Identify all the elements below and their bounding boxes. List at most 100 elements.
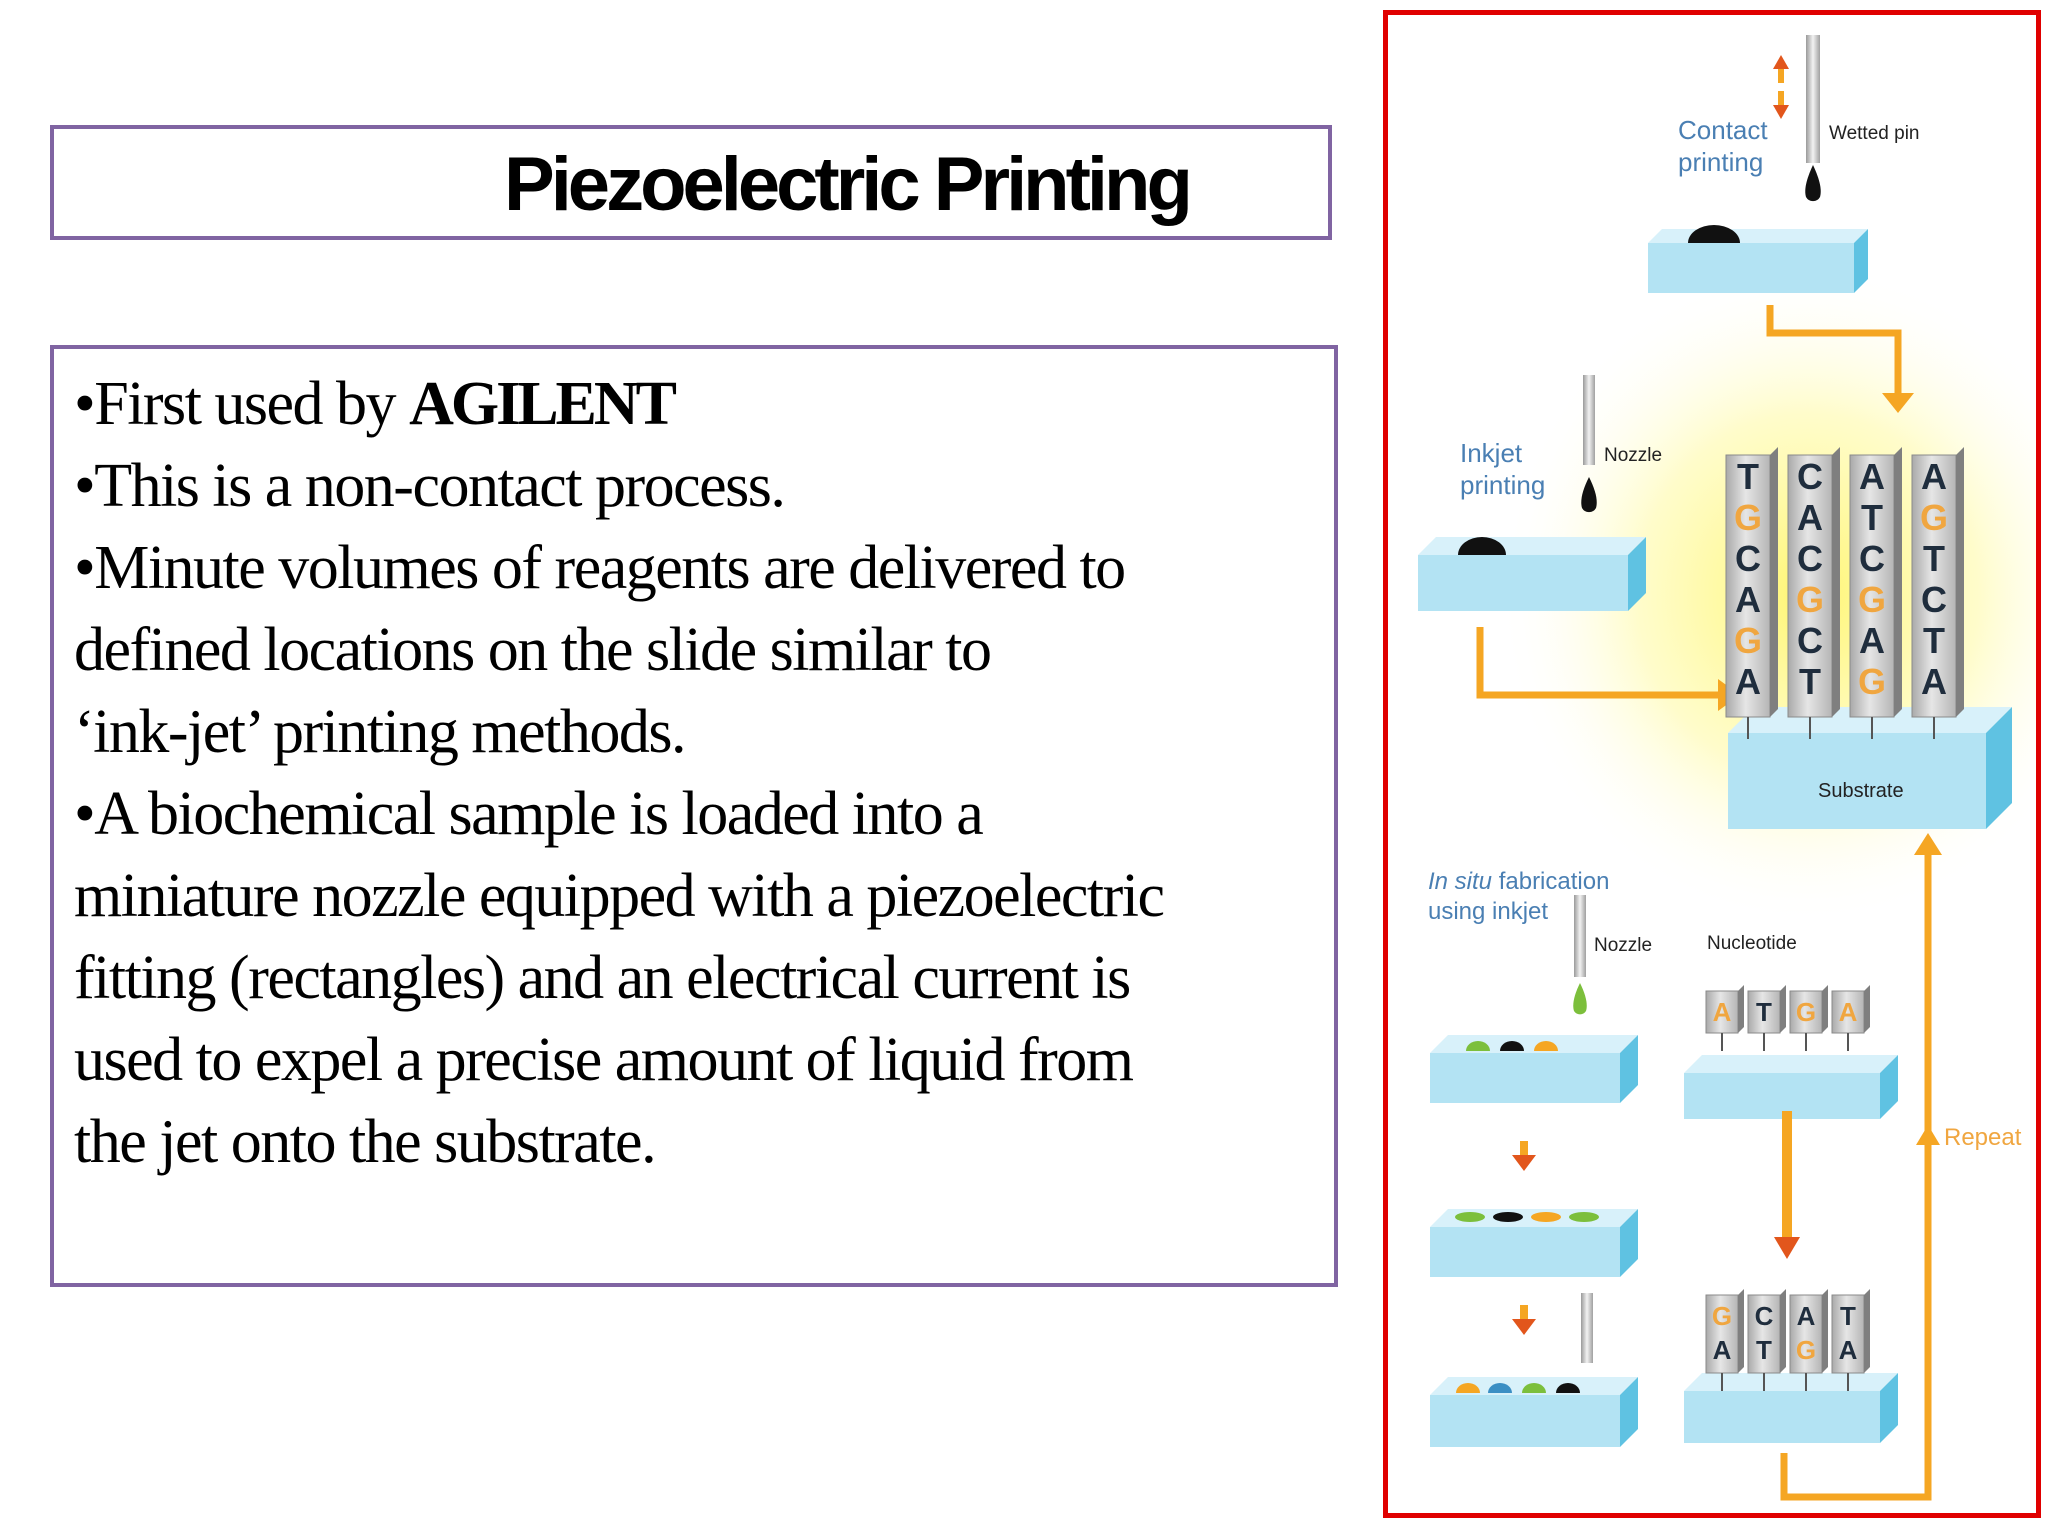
base-letter: A [1921,456,1947,497]
nucleotide-block: T [1747,985,1786,1051]
nucleotide-letter: A [1713,1335,1732,1365]
bullet-3-line-2: defined locations on the slide similar t… [74,616,992,684]
base-letter: C [1921,579,1947,620]
slide-title: Piezoelectric Printing [504,142,1193,227]
base-letter: T [1737,456,1759,497]
nucleotide-block: TA [1831,1289,1870,1391]
nucleotide-bar [1831,1294,1865,1374]
contact-slab [1648,225,1868,293]
nucleotide-block: AG [1789,1289,1828,1391]
nucleotide-letter: T [1756,997,1772,1027]
nucleotide-label: Nucleotide [1707,933,1797,954]
substrate-slab [1728,707,2012,829]
nucleotide-side [1822,985,1828,1033]
base-letter: T [1861,497,1883,538]
nucleotide-letter: G [1712,1301,1732,1331]
inkjet-nozzle [1583,375,1595,465]
base-letter: T [1923,620,1945,661]
in-situ-nozzle-label: Nozzle [1594,935,1652,956]
nucleotide-block: A [1831,985,1870,1051]
base-letter: G [1734,497,1762,538]
nucleotide-letter: T [1756,1335,1772,1365]
nucleotide-letter: A [1713,997,1732,1027]
base-letter: A [1797,497,1823,538]
nucleotide-bar [1789,1294,1823,1374]
bullet-4-line-1: •A biochemical sample is loaded into a [74,780,984,848]
bullet-1: •First used by AGILENT [74,363,1324,445]
inkjet-nozzle-label: Nozzle [1604,445,1662,466]
nucleotide-side [1780,1289,1786,1373]
nucleotide-slab-1 [1684,1055,1898,1119]
bullet-4-line-4: used to expel a precise amount of liquid… [74,1026,1134,1094]
base-letter: A [1735,579,1761,620]
up-down-arrow-icon [1773,55,1789,119]
nucleotide-block: CT [1747,1289,1786,1391]
base-letter: G [1858,579,1886,620]
bullet-2: •This is a non-contact process. [74,452,786,520]
microarray-diagram: Contact printing Wetted pin [1418,35,2036,1501]
nucleotide-letter: G [1796,1335,1816,1365]
column-side [1832,447,1840,717]
substrate-label: Substrate [1818,780,1904,802]
in-situ-nozzle-2 [1581,1293,1593,1363]
nucleotide-side [1864,985,1870,1033]
base-letter: G [1858,661,1886,702]
bullet-4-line-3: fitting (rectangles) and an electrical c… [74,944,1131,1012]
repeat-label: Repeat [1944,1124,2022,1151]
column-side [1956,447,1964,717]
base-letter: T [1923,538,1945,579]
column-bar [1725,454,1771,718]
nucleotide-block: GA [1705,1289,1744,1391]
wetted-pin-label: Wetted pin [1829,123,1919,144]
bullet-3-line-1: •Minute volumes of reagents are delivere… [74,534,1126,602]
in-situ-label-1: In situ fabrication [1428,868,1609,895]
inkjet-droplet [1581,477,1597,513]
nucleotide-letter: A [1797,1301,1816,1331]
in-situ-italic: In situ [1428,868,1492,895]
nucleotide-letter: A [1839,997,1858,1027]
arrow-down-long [1774,1111,1800,1259]
green-droplet [1573,983,1587,1015]
bullet-4-line-2: miniature nozzle equipped with a piezoel… [74,862,1165,930]
contact-printing-label-1: Contact [1678,115,1768,145]
nucleotide-letter: C [1755,1301,1774,1331]
repeat-loop-arrow [1780,833,1942,1501]
column-bar [1787,454,1833,718]
arrow-contact-to-array [1766,305,1914,413]
bullet-1-text: •First used by [74,370,410,438]
column-bar [1911,454,1957,718]
in-situ-slab-1 [1430,1035,1638,1103]
nucleotide-letter: A [1839,1335,1858,1365]
base-letter: G [1796,579,1824,620]
base-letter: T [1799,661,1821,702]
base-letter: G [1920,497,1948,538]
nucleotide-side [1780,985,1786,1033]
in-situ-stage: In situ fabrication using inkjet Nozzle … [1428,833,2022,1501]
contact-printing-label-2: printing [1678,147,1763,177]
base-letter: C [1797,456,1823,497]
nucleotide-side [1738,1289,1744,1373]
nucleotide-block: G [1789,985,1828,1051]
wetted-pin [1806,35,1820,163]
base-letter: A [1859,456,1885,497]
bullet-1-company: AGILENT [409,370,677,438]
column-side [1770,447,1778,717]
nucleotide-side [1822,1289,1828,1373]
bullet-4-line-5: the jet onto the substrate. [74,1108,657,1176]
base-letter: G [1734,620,1762,661]
title-box: Piezoelectric Printing [50,125,1332,240]
base-letter: C [1859,538,1885,579]
figure-frame: Contact printing Wetted pin [1383,10,2041,1518]
base-letter: A [1859,620,1885,661]
content-box: •First used by AGILENT •This is a non-co… [50,345,1338,1287]
column-side [1894,447,1902,717]
pin-droplet [1805,165,1821,202]
arrow-down-1 [1512,1141,1536,1171]
in-situ-rest: fabrication [1492,868,1609,895]
